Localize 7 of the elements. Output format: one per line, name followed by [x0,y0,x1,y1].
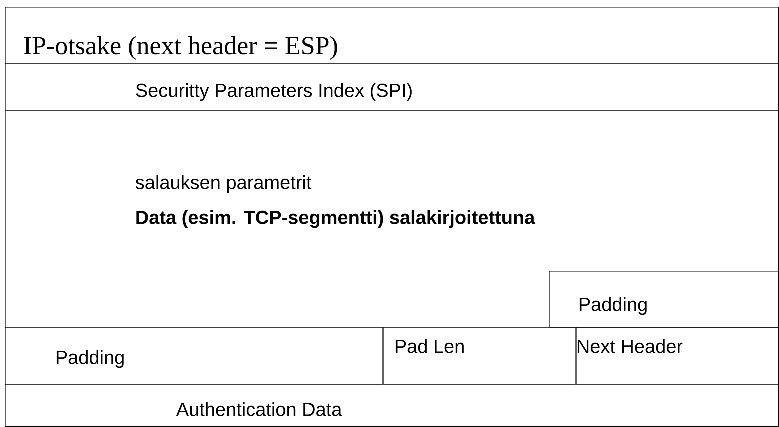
padding-box: Padding [549,271,779,328]
header-row: IP-otsake (next header = ESP) [5,7,779,64]
field-cell: Next Header [576,327,779,385]
field-cell: Pad Len [383,327,576,385]
field-row: Authentication Data [5,384,779,427]
field-cell: Padding [5,327,383,385]
field-row: Securitty Parameters Index (SPI) [5,63,779,111]
